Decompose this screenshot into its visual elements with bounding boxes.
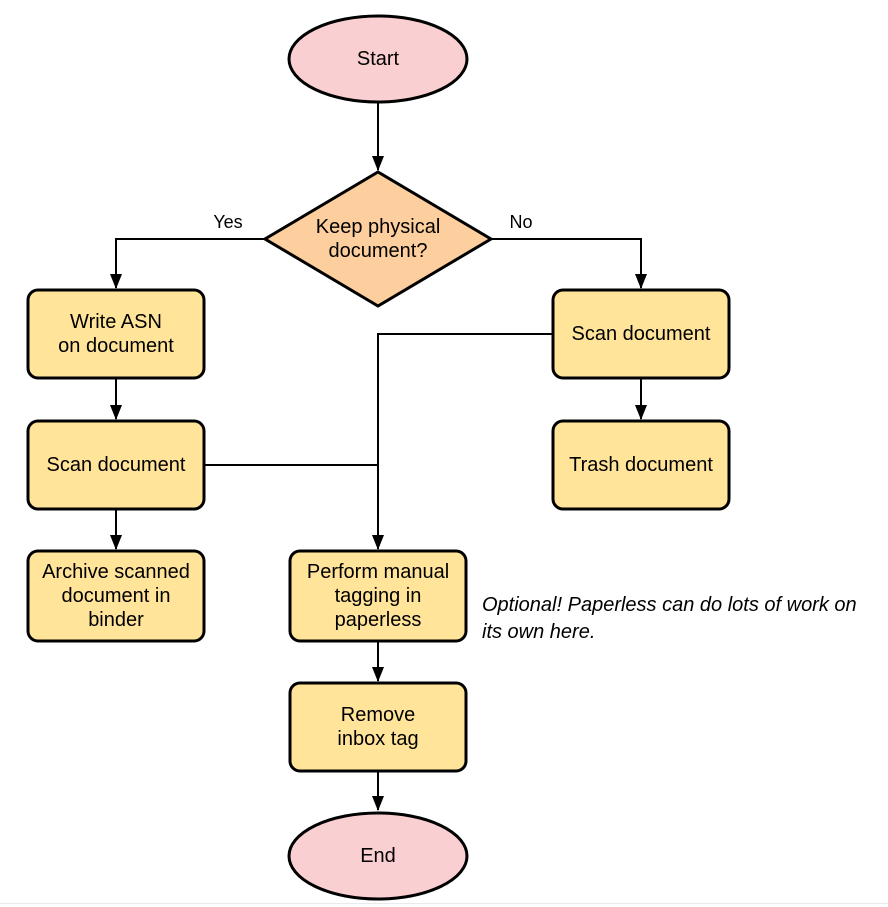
trash-node-shape (551, 419, 731, 511)
edge-decision-no-to-scan-right (490, 238, 647, 289)
remove-inbox-label: Remove inbox tag (337, 704, 419, 750)
trash-label: Trash document (569, 454, 713, 476)
scan-left-node-shape (26, 419, 206, 511)
edge-decision-yes-to-write-asn (110, 238, 265, 289)
start-node-shape (287, 14, 469, 104)
scan-right-node-shape (551, 288, 731, 380)
archive-label: Archive scanned document in binder (42, 561, 190, 631)
no-edge-label: No (509, 212, 533, 232)
write-asn-node-shape (26, 288, 206, 380)
scan-left-label: Scan document (46, 454, 186, 476)
write-asn-label: Write ASN on document (58, 311, 174, 357)
decision-label: Keep physical document? (315, 216, 441, 262)
edges-layer (110, 103, 647, 811)
bottom-divider (0, 903, 888, 904)
tagging-node-shape (288, 549, 468, 643)
yes-edge-label: Yes (213, 212, 243, 232)
nodes-layer (26, 14, 731, 901)
archive-node-shape (26, 549, 206, 643)
scan-right-label: Scan document (571, 323, 711, 345)
end-label: End (360, 845, 396, 867)
tagging-label: Perform manual tagging in paperless (306, 561, 450, 631)
start-label: Start (356, 48, 400, 70)
end-node-shape (287, 811, 469, 901)
decision-node-shape (262, 170, 494, 308)
edge-scan-right-to-tagging (372, 333, 553, 550)
remove-inbox-node-shape (288, 681, 468, 773)
optional-note: Optional! Paperless can do lots of work … (482, 594, 857, 643)
